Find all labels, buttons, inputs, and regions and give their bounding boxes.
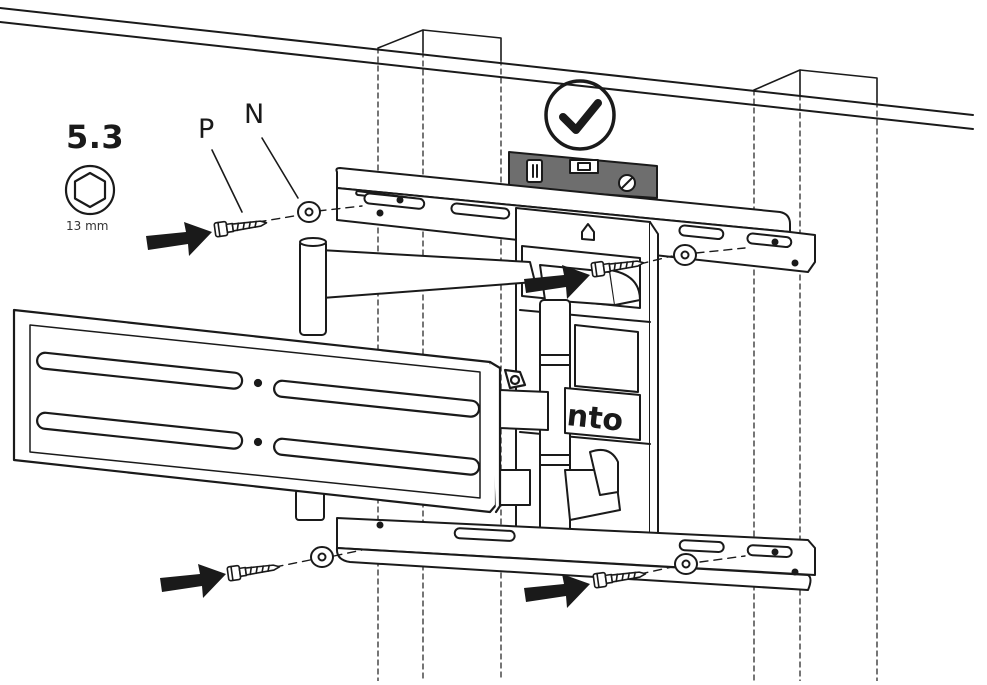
direction-arrows [146, 222, 590, 608]
step-number: 5.3 [66, 118, 125, 156]
arrow-right-icon [524, 265, 590, 299]
lag-screw [226, 564, 281, 582]
lag-screw [213, 220, 268, 238]
arrow-right-icon [146, 222, 212, 256]
brand-logo: nto [565, 398, 625, 439]
brand-plate [564, 387, 641, 441]
arrow-right-icon [524, 574, 590, 608]
lag-screw [592, 571, 647, 589]
part-label-p: P [198, 114, 215, 145]
wall-top-line [0, 7, 974, 130]
arrow-right-icon [160, 564, 226, 598]
lag-screw [590, 260, 645, 278]
lag-screws-p [213, 220, 647, 589]
washer-n [297, 201, 698, 575]
stud-tops [377, 29, 878, 103]
label-leaders [211, 137, 299, 213]
lower-arm [295, 389, 621, 521]
tv-bracket [12, 308, 527, 514]
tool-size-label: 13 mm [66, 219, 109, 233]
part-label-n: N [244, 99, 265, 130]
spirit-level-icon [508, 151, 658, 199]
screw-alignment-lines [257, 205, 746, 575]
check-circle-icon [544, 79, 616, 151]
hex-socket-icon [64, 164, 116, 216]
